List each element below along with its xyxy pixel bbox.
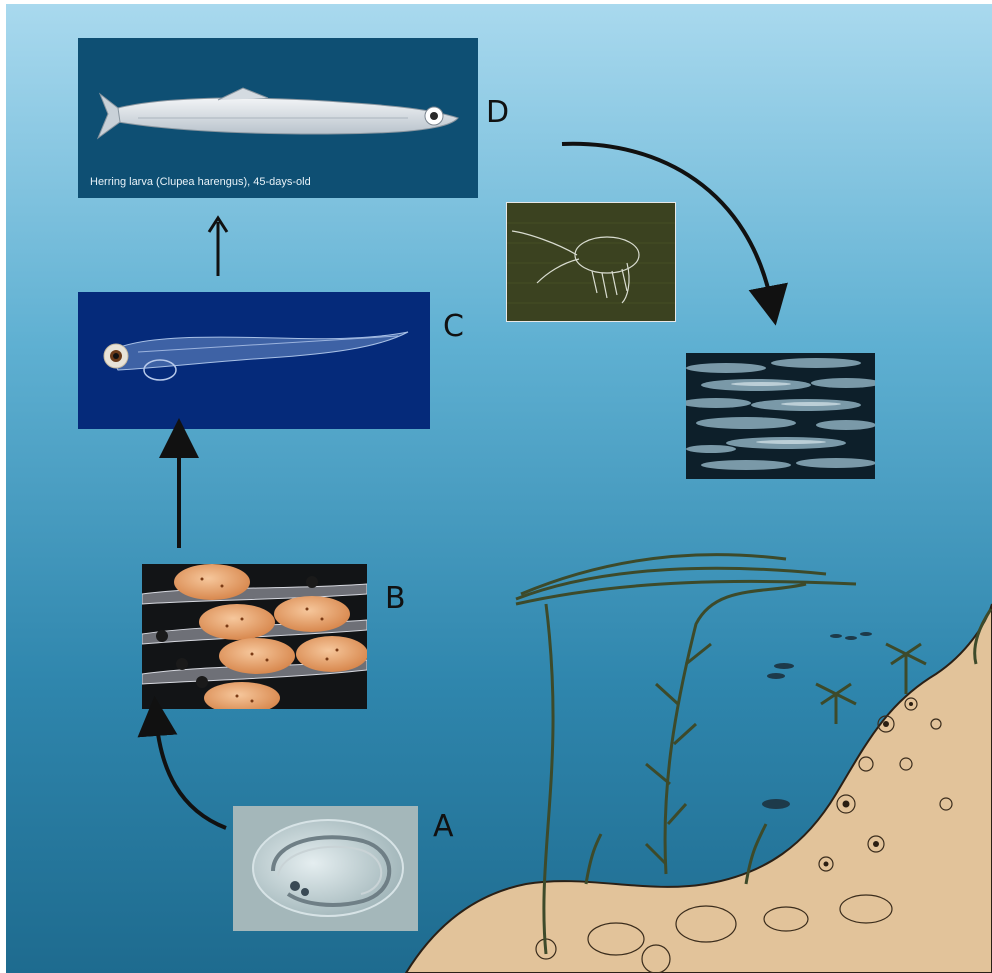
arrow-a-to-b bbox=[156, 716, 226, 828]
arrow-d-to-adult bbox=[562, 144, 772, 306]
